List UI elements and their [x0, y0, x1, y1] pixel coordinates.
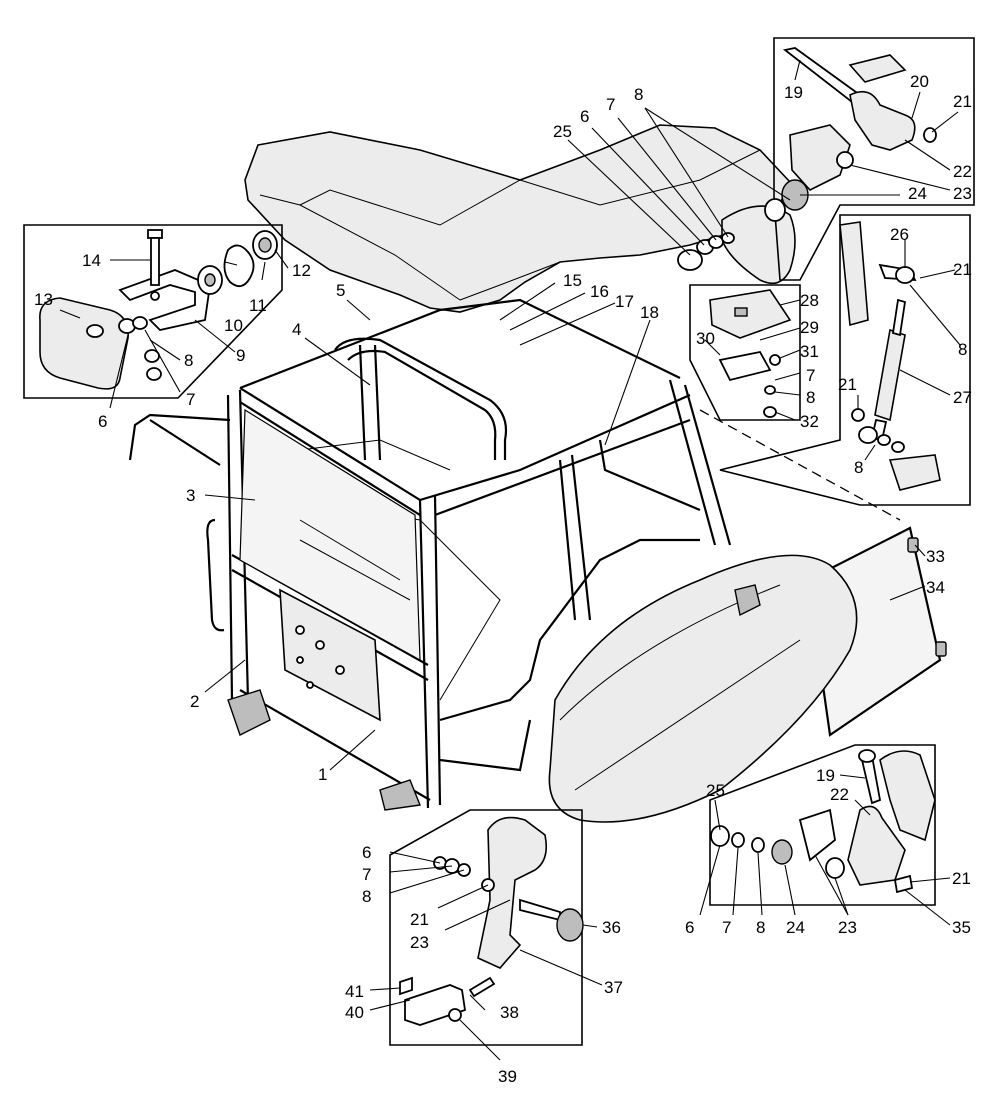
callout-24: 24: [908, 184, 927, 203]
callout-8: 8: [854, 458, 863, 477]
callout-6: 6: [580, 107, 589, 126]
rear-fender: [548, 554, 858, 823]
callout-14: 14: [82, 251, 101, 270]
leader-lines: [59, 59, 961, 1061]
callout-32: 32: [800, 412, 819, 431]
cab-frame: [226, 298, 732, 809]
callout-1: 1: [318, 765, 327, 784]
callout-22: 22: [953, 162, 972, 181]
callout-21: 21: [953, 260, 972, 279]
callout-33: 33: [926, 547, 945, 566]
callout-21: 21: [952, 869, 971, 888]
callout-8: 8: [756, 918, 765, 937]
callout-21: 21: [838, 375, 857, 394]
callout-7: 7: [806, 366, 815, 385]
callout-15: 15: [563, 271, 582, 290]
callout-24: 24: [786, 918, 805, 937]
callout-2: 2: [190, 692, 199, 711]
callout-25: 25: [706, 781, 725, 800]
front-right-mount: [379, 779, 421, 811]
callout-7: 7: [722, 918, 731, 937]
callout-6: 6: [362, 843, 371, 862]
callout-9: 9: [236, 346, 245, 365]
callout-3: 3: [186, 486, 195, 505]
callout-17: 17: [615, 292, 634, 311]
inset-right-strut: [719, 214, 971, 506]
callout-27: 27: [953, 388, 972, 407]
callout-6: 6: [685, 918, 694, 937]
callout-7: 7: [362, 865, 371, 884]
callout-8: 8: [184, 351, 193, 370]
roof-panel: [244, 124, 791, 313]
callout-8: 8: [634, 85, 643, 104]
callout-29: 29: [800, 318, 819, 337]
rear-window-latch-group: [677, 205, 796, 285]
callout-18: 18: [640, 303, 659, 322]
callout-41: 41: [345, 982, 364, 1001]
callout-36: 36: [602, 918, 621, 937]
callout-8: 8: [958, 340, 967, 359]
callout-39: 39: [498, 1067, 517, 1086]
callout-8: 8: [362, 887, 371, 906]
front-grab-handle: [206, 518, 225, 632]
wiper-assembly: [598, 439, 701, 512]
callout-35: 35: [952, 918, 971, 937]
callout-12: 12: [292, 261, 311, 280]
callout-19: 19: [784, 83, 803, 102]
callout-30: 30: [696, 329, 715, 348]
callout-23: 23: [838, 918, 857, 937]
callout-40: 40: [345, 1003, 364, 1022]
door-rod-lower: [149, 419, 221, 466]
callout-22: 22: [830, 785, 849, 804]
callout-25: 25: [553, 122, 572, 141]
callout-38: 38: [500, 1003, 519, 1022]
inset-side-window-hinge: [709, 744, 936, 906]
callout-5: 5: [336, 281, 345, 300]
callout-16: 16: [590, 282, 609, 301]
inset-wiper-motor: [689, 284, 801, 421]
callout-11: 11: [249, 296, 267, 315]
callout-26: 26: [890, 225, 909, 244]
callout-7: 7: [186, 390, 195, 409]
front-windscreen: [239, 408, 421, 662]
callout-labels: 1 2 3 4 5 6 6 6 6 7 7 7 7 7 8 8 8 8 8 8 …: [34, 72, 972, 1086]
callout-8: 8: [806, 388, 815, 407]
callout-21: 21: [410, 910, 429, 929]
door-rod: [128, 413, 231, 461]
front-left-mount: [227, 689, 271, 736]
callout-34: 34: [926, 578, 945, 597]
callout-6: 6: [98, 412, 107, 431]
callout-37: 37: [604, 978, 623, 997]
callout-31: 31: [800, 342, 819, 361]
callout-23: 23: [953, 184, 972, 203]
callout-21: 21: [953, 92, 972, 111]
inset-door-latch: [389, 809, 584, 1046]
callout-28: 28: [800, 291, 819, 310]
callout-13: 13: [34, 290, 53, 309]
callout-7: 7: [606, 95, 615, 114]
callout-23: 23: [410, 933, 429, 952]
inset-top-right: [764, 37, 975, 281]
inset-top-left: [23, 224, 283, 399]
front-lower-panel: [279, 588, 381, 722]
callout-4: 4: [292, 320, 301, 339]
callout-19: 19: [816, 766, 835, 785]
alignment-line: [699, 409, 901, 521]
callout-20: 20: [910, 72, 929, 91]
callout-10: 10: [224, 316, 243, 335]
